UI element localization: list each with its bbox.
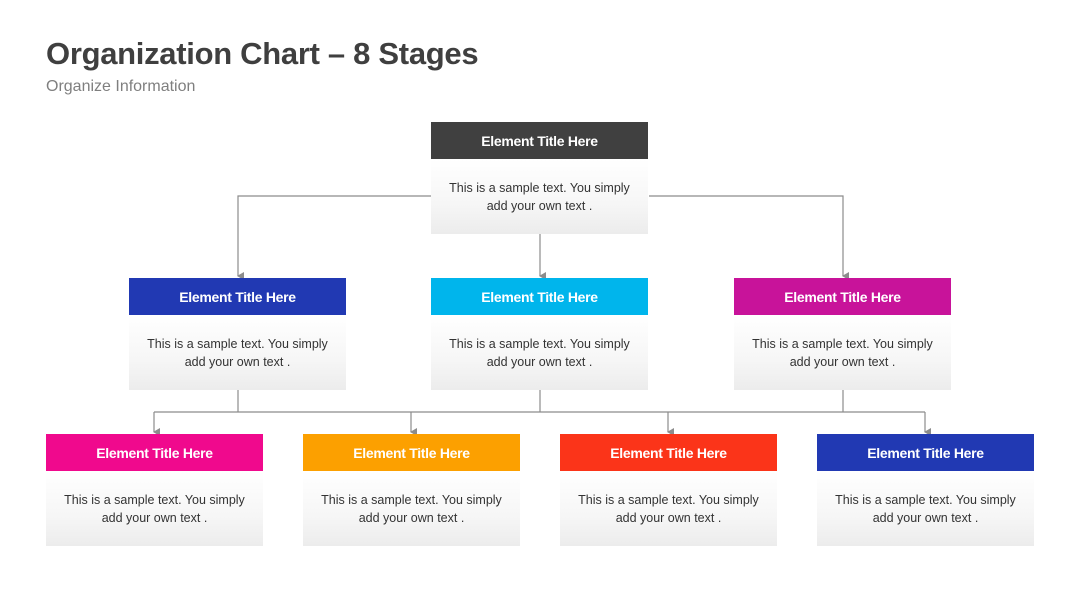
node-text: This is a sample text. You simply add yo… bbox=[431, 315, 648, 390]
node-text: This is a sample text. You simply add yo… bbox=[817, 471, 1034, 546]
node-title: Element Title Here bbox=[431, 122, 648, 159]
node-text: This is a sample text. You simply add yo… bbox=[560, 471, 777, 546]
node-text: This is a sample text. You simply add yo… bbox=[129, 315, 346, 390]
node-text: This is a sample text. You simply add yo… bbox=[46, 471, 263, 546]
node-title: Element Title Here bbox=[817, 434, 1034, 471]
node-title: Element Title Here bbox=[431, 278, 648, 315]
connector-root-to-right bbox=[649, 195, 849, 280]
org-node-level2-right: Element Title Here This is a sample text… bbox=[734, 278, 951, 390]
node-title: Element Title Here bbox=[303, 434, 520, 471]
node-title: Element Title Here bbox=[46, 434, 263, 471]
node-title: Element Title Here bbox=[560, 434, 777, 471]
node-text: This is a sample text. You simply add yo… bbox=[303, 471, 520, 546]
node-text: This is a sample text. You simply add yo… bbox=[734, 315, 951, 390]
org-node-level3-3: Element Title Here This is a sample text… bbox=[560, 434, 777, 546]
org-node-level3-4: Element Title Here This is a sample text… bbox=[817, 434, 1034, 546]
page-subtitle: Organize Information bbox=[46, 78, 196, 95]
org-node-level2-center: Element Title Here This is a sample text… bbox=[431, 278, 648, 390]
org-node-level3-2: Element Title Here This is a sample text… bbox=[303, 434, 520, 546]
org-node-root: Element Title Here This is a sample text… bbox=[431, 122, 648, 234]
page-title: Organization Chart – 8 Stages bbox=[46, 36, 479, 71]
org-node-level2-left: Element Title Here This is a sample text… bbox=[129, 278, 346, 390]
node-text: This is a sample text. You simply add yo… bbox=[431, 159, 648, 234]
node-title: Element Title Here bbox=[734, 278, 951, 315]
node-title: Element Title Here bbox=[129, 278, 346, 315]
org-node-level3-1: Element Title Here This is a sample text… bbox=[46, 434, 263, 546]
connector-root-to-left bbox=[237, 195, 431, 280]
